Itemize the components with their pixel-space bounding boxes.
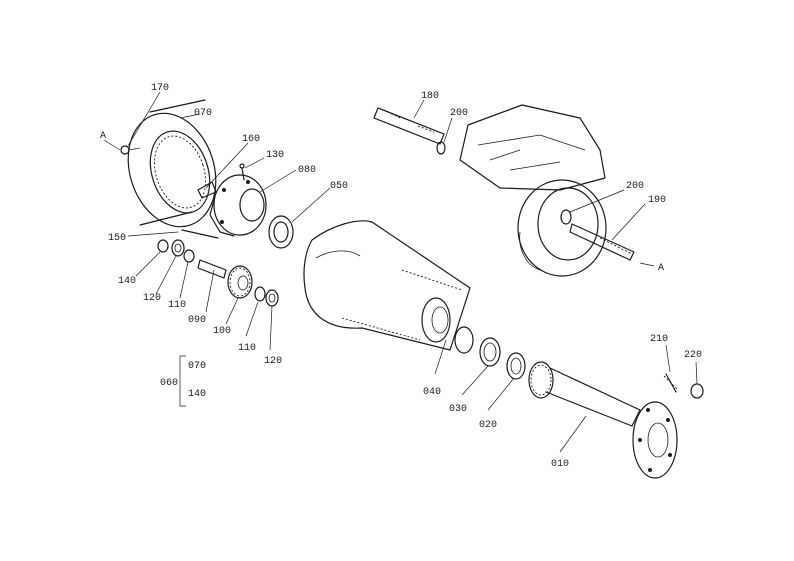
callout-030: 030 (449, 404, 467, 415)
snap-ring-200-lower[interactable] (560, 209, 572, 225)
needle-bearing-110-right[interactable] (254, 286, 266, 302)
callout-020: 020 (479, 420, 497, 431)
washer-120-left[interactable] (171, 239, 185, 257)
callout-130: 130 (266, 150, 284, 161)
callout-110-right: 110 (238, 343, 256, 354)
axle-shaft-010[interactable] (528, 361, 678, 479)
callout-090: 090 (188, 315, 206, 326)
callout-120-left: 120 (143, 293, 161, 304)
pin-160[interactable] (197, 181, 217, 199)
callout-170: 170 (151, 83, 169, 94)
group-label-140: 140 (188, 389, 206, 400)
washer-120-right[interactable] (265, 289, 279, 307)
bolt-170[interactable] (120, 145, 141, 155)
callout-110-left: 110 (168, 300, 186, 311)
callout-010: 010 (551, 459, 569, 470)
drive-shaft-180[interactable] (373, 107, 445, 145)
callout-100: 100 (213, 326, 231, 337)
bearing-050[interactable] (268, 215, 294, 249)
callout-190: 190 (648, 195, 666, 206)
callout-200-lower: 200 (626, 181, 644, 192)
pin-150[interactable] (181, 229, 219, 239)
callout-080: 080 (298, 165, 316, 176)
planet-gear-100[interactable] (227, 265, 253, 299)
seal-020[interactable] (506, 352, 526, 380)
reference-a-right: A (658, 263, 664, 274)
callout-050: 050 (330, 181, 348, 192)
group-label-070: 070 (188, 361, 206, 372)
reference-a-left: A (100, 131, 106, 142)
nut-220[interactable] (690, 383, 704, 399)
shaft-090[interactable] (197, 259, 227, 279)
snap-ring-200-upper[interactable] (436, 141, 446, 155)
axle-housing (303, 220, 471, 351)
callout-150: 150 (108, 233, 126, 244)
seal-ring-040b[interactable] (454, 326, 474, 354)
group-bracket-060 (179, 355, 186, 407)
ring-gear-070[interactable] (114, 99, 230, 238)
callout-120-right: 120 (264, 356, 282, 367)
callout-200-upper: 200 (450, 108, 468, 119)
planet-carrier-080[interactable] (209, 174, 267, 237)
callout-070: 070 (194, 108, 212, 119)
callout-210: 210 (650, 334, 668, 345)
needle-bearing-110-left[interactable] (183, 249, 195, 263)
callout-060: 060 (160, 378, 178, 389)
nut-140[interactable] (157, 239, 169, 253)
bearing-030[interactable] (479, 337, 501, 367)
callout-140: 140 (118, 276, 136, 287)
pin-130[interactable] (239, 163, 245, 181)
callout-180: 180 (421, 91, 439, 102)
transmission-housing (459, 104, 607, 277)
callout-220: 220 (684, 350, 702, 361)
drive-shaft-190[interactable] (569, 223, 635, 261)
leader-lines (103, 91, 698, 453)
stud-210[interactable] (663, 373, 679, 393)
callout-160: 160 (242, 134, 260, 145)
hub-ring-040[interactable] (421, 297, 451, 343)
callout-040: 040 (423, 387, 441, 398)
